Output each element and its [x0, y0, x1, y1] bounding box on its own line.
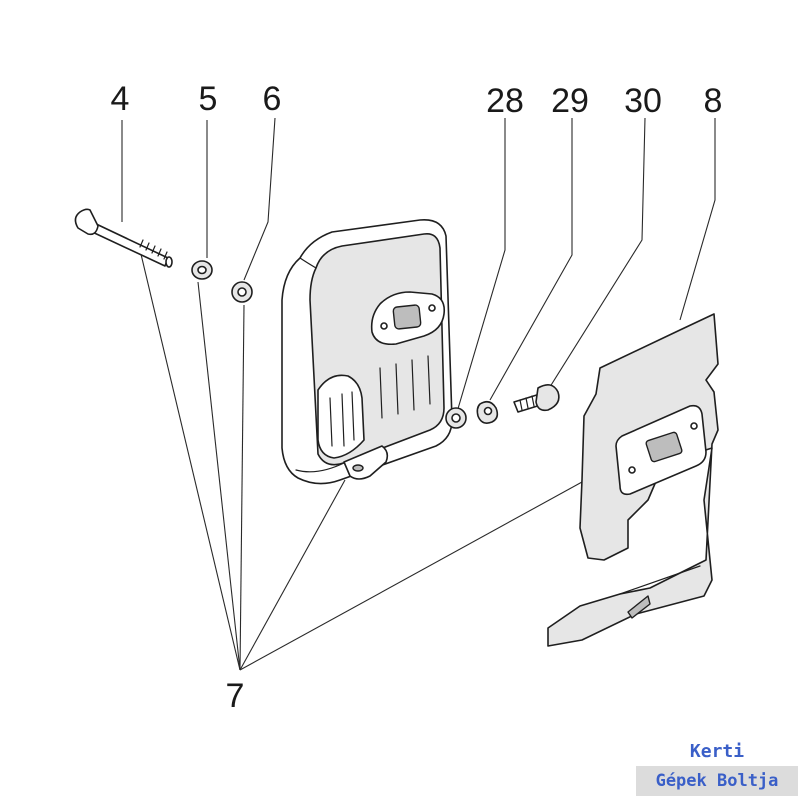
callout-8: 8	[704, 82, 723, 120]
leader-8	[679, 118, 716, 321]
callout-28: 28	[486, 82, 524, 120]
leader-lines-7	[139, 249, 583, 671]
callout-5: 5	[199, 80, 218, 118]
muffler	[281, 219, 453, 485]
leader-28	[456, 118, 506, 413]
bolt-long	[74, 208, 173, 268]
washer-28	[445, 407, 467, 429]
callout-29: 29	[551, 82, 589, 120]
washer-6	[231, 281, 253, 303]
leader-29	[489, 118, 573, 401]
watermark-line-2: Gépek Boltja	[636, 766, 798, 796]
leader-lines	[121, 117, 716, 413]
callout-4: 4	[111, 80, 130, 118]
spring-washer-29	[476, 400, 499, 424]
callout-7: 7	[226, 677, 245, 715]
leader-6	[243, 117, 276, 281]
watermark-line-1: Kerti	[689, 741, 745, 762]
callout-30: 30	[624, 82, 662, 120]
heat-shield-plate	[547, 313, 719, 647]
washer-5	[191, 260, 213, 280]
screw-30	[513, 384, 560, 413]
leader-30	[547, 117, 646, 391]
callout-6: 6	[263, 80, 282, 118]
store-watermark: Kerti Gépek Boltja	[636, 740, 798, 798]
